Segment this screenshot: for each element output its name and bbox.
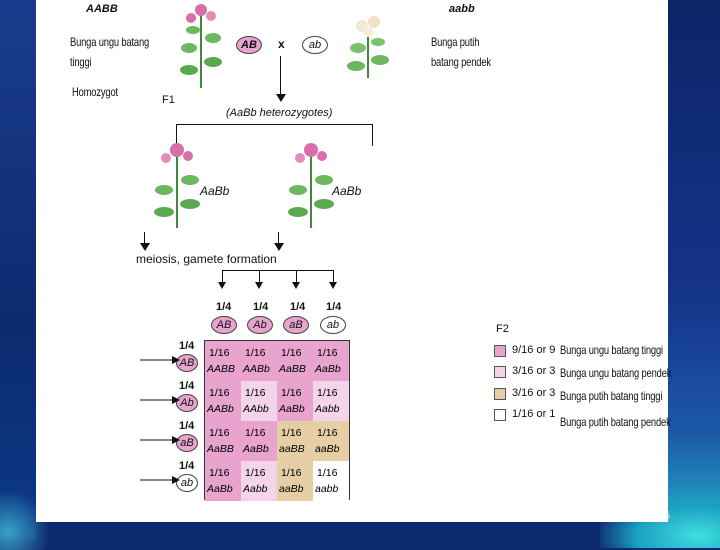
top-fraction-4: 1/4 xyxy=(326,301,342,313)
gamete-drop-1 xyxy=(222,270,223,284)
branch-left-vert xyxy=(176,124,177,146)
top-gamete-ab: ab xyxy=(320,316,346,334)
branch-horizontal xyxy=(176,124,372,125)
f1-right-genotype: AaBb xyxy=(332,184,362,198)
legend-swatch xyxy=(494,366,506,378)
legend-ratio: 3/16 or 3 xyxy=(512,387,556,399)
slide: AABB aabb Bunga ungu batang tinggi Bunga… xyxy=(36,0,672,522)
legend-swatch xyxy=(494,345,506,357)
top-fraction-1: 1/4 xyxy=(216,301,232,313)
top-gamete-Ab: Ab xyxy=(247,316,273,334)
f1-label: F1 xyxy=(162,94,175,106)
gamete-drop-4 xyxy=(333,270,334,284)
legend-ratio: 9/16 or 9 xyxy=(512,344,556,356)
f1-left-genotype: AaBb xyxy=(200,184,230,198)
side-gamete-Ab: Ab xyxy=(176,394,198,412)
legend-desc: Bunga ungu batang tinggi xyxy=(560,343,663,357)
legend-ratio: 3/16 or 3 xyxy=(512,365,556,377)
f1-left-arrow-line xyxy=(144,232,145,244)
legend-desc: Bunga ungu batang pendek xyxy=(560,366,672,380)
top-gamete-aB: aB xyxy=(283,316,309,334)
side-fraction-1: 1/4 xyxy=(179,340,195,352)
parent-right-desc-2: batang pendek xyxy=(431,55,491,69)
parent-right-genotype: aabb xyxy=(449,3,475,15)
side-gamete-ab: ab xyxy=(176,474,198,492)
legend-swatch xyxy=(494,388,506,400)
gamete-AB-parent: AB xyxy=(236,36,262,54)
white-short-plant-icon xyxy=(347,16,389,78)
side-fraction-3: 1/4 xyxy=(179,420,195,432)
top-fraction-2: 1/4 xyxy=(253,301,269,313)
background-right xyxy=(668,0,720,540)
meiosis-label: meiosis, gamete formation xyxy=(136,252,277,266)
f2-label: F2 xyxy=(496,323,509,335)
side-gamete-AB: AB xyxy=(176,354,198,372)
legend-desc: Bunga putih batang tinggi xyxy=(560,389,663,403)
homozygot-label: Homozygot xyxy=(72,85,118,99)
gamete-drop-3 xyxy=(296,270,297,284)
legend-swatch xyxy=(494,409,506,421)
branch-right-vert xyxy=(372,124,373,146)
top-gamete-AB: AB xyxy=(211,316,237,334)
gamete-drop-arrowheads xyxy=(218,282,337,289)
f1-right-plant-icon xyxy=(288,143,334,228)
f1-right-arrow-head xyxy=(274,243,284,251)
legend-desc: Bunga putih batang pendek xyxy=(560,415,671,429)
cross-arrow-line xyxy=(280,56,281,98)
gamete-ab-parent: ab xyxy=(302,36,328,54)
f1-left-plant-icon xyxy=(154,143,200,228)
side-arrows xyxy=(140,356,180,484)
side-gamete-aB: aB xyxy=(176,434,198,452)
gamete-drop-2 xyxy=(259,270,260,284)
f1-heterozygotes: (AaBb heterozygotes) xyxy=(226,107,333,119)
parent-left-genotype: AABB xyxy=(86,3,118,15)
cross-arrow-head xyxy=(276,94,286,102)
top-fraction-3: 1/4 xyxy=(290,301,306,313)
side-fraction-4: 1/4 xyxy=(179,460,195,472)
f1-right-arrow-line xyxy=(278,232,279,244)
f1-left-arrow-head xyxy=(140,243,150,251)
parent-right-desc-1: Bunga putih xyxy=(431,35,480,49)
background-left xyxy=(0,0,36,540)
side-fraction-2: 1/4 xyxy=(179,380,195,392)
parent-left-desc-1: Bunga ungu batang xyxy=(70,35,150,49)
legend-ratio: 1/16 or 1 xyxy=(512,408,556,420)
parent-left-desc-2: tinggi xyxy=(70,55,92,69)
gamete-bracket xyxy=(222,270,334,271)
cross-symbol: x xyxy=(278,37,285,51)
purple-tall-plant-icon xyxy=(180,4,222,88)
